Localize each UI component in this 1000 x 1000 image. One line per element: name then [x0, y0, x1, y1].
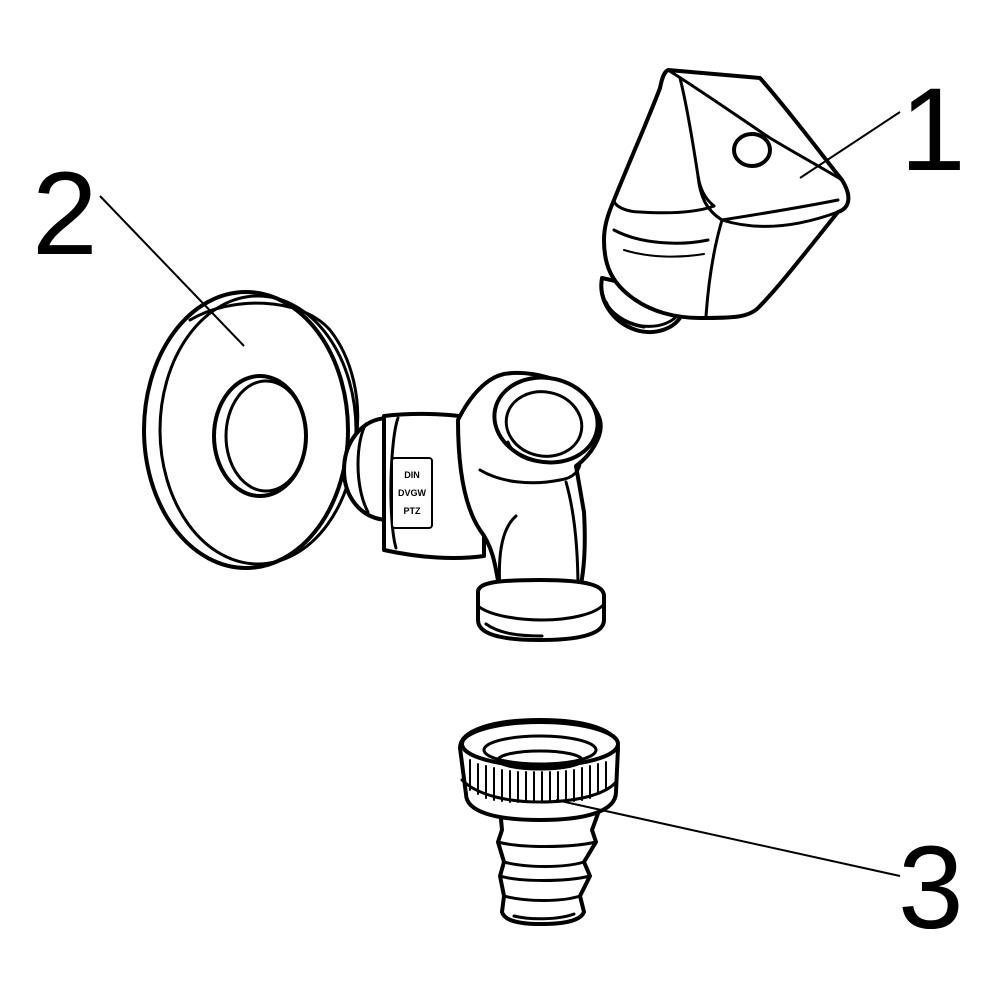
callout-2: 2 — [32, 148, 98, 280]
marking-line-2: DVGW — [398, 488, 427, 498]
callout-3: 3 — [898, 822, 964, 954]
leader-line-1 — [799, 111, 901, 179]
leader-line-3 — [555, 799, 901, 877]
part-3-hose-connector — [458, 718, 620, 926]
part-1-handle — [599, 68, 851, 334]
marking-line-1: DIN — [404, 470, 420, 480]
part-2-rosette — [142, 290, 360, 570]
leader-line-2 — [99, 195, 245, 347]
callout-1: 1 — [900, 64, 966, 196]
marking-line-3: PTZ — [404, 506, 422, 516]
angle-valve-body: DIN DVGW PTZ — [342, 371, 606, 642]
